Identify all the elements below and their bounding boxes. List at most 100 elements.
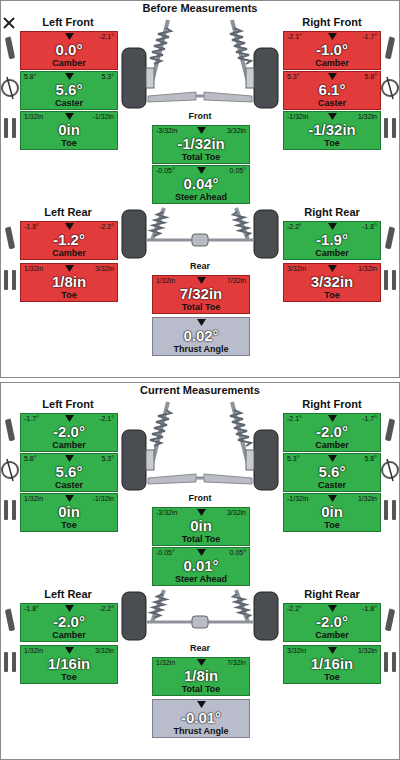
reading-value: 5.6° [24,81,114,98]
range-row: 5.8°5.3° [24,455,114,463]
range-limit: -1.8° [24,605,39,613]
measure-name: Thrust Angle [156,726,246,736]
suspension-art [2,402,398,672]
reading-value: -1.2° [24,231,114,248]
range-limit: -2.1° [287,33,302,41]
pointer-arrow [328,605,337,612]
range-row: 3/32in1/32in [287,647,377,655]
range-limit: 0.05° [230,549,246,557]
reading-value: 0in [24,121,114,138]
range-limit: 5.8° [24,455,37,463]
range-limit: -3/32in [156,509,177,517]
reading-value: -1.0° [287,41,377,58]
measurement-gauge: -0.05°0.05°0.04°Steer Ahead [152,165,250,204]
reading-value: 1/16in [287,655,377,672]
measure-name: Toe [287,672,377,682]
range-limit: 1/32in [358,647,377,655]
range-row: -2.2°-1.8° [287,223,377,231]
reading-value: 3/32in [287,273,377,290]
caster-icon [382,459,398,481]
camber-icon [385,36,395,60]
range-row: 1/32in-1/32in [24,113,114,121]
measure-name: Caster [287,98,377,108]
measurement-gauge: -3/32in3/32in-1/32inTotal Toe [152,125,250,164]
range-limit: -1.7° [24,415,39,423]
position-heading: Rear [140,261,260,272]
range-row: -2.2°-1.8° [287,605,377,613]
range-row: -3/32in3/32in [156,509,246,517]
panel-heading: Before Measurements [1,1,399,15]
position-heading: Front [140,493,260,504]
range-row: -1.7°-2.1° [24,415,114,423]
camber-icon [5,418,15,442]
range-limit: 5.3° [101,73,114,81]
measure-name: Camber [24,248,114,258]
range-limit: -0.05° [156,549,175,557]
pointer-arrow [65,495,74,502]
coil-spring [150,28,171,64]
measurement-gauge: 1/32in3/32in1/16inToe [20,645,118,684]
position-heading: Front [140,111,260,122]
caster-icon [2,77,18,99]
caster-icon [382,77,398,99]
reading-value: 0in [287,503,377,520]
range-limit: -2.1° [99,33,114,41]
position-heading: Right Rear [272,588,392,601]
tire [122,48,146,108]
measure-name: Total Toe [156,302,246,312]
reading-value: 0.0° [24,41,114,58]
measurement-gauge: -1.8°-2.2°-1.2°Camber [20,221,118,260]
camber-icon [385,608,395,632]
measurement-gauge: 3/32in1/32in3/32inToe [283,263,381,302]
measurement-panel: Before Measurements-2.1°0.0°Camber5.8°5.… [0,0,400,378]
position-heading: Left Rear [8,588,128,601]
range-limit: 0.05° [230,167,246,175]
measurement-gauge: 0.02°Thrust Angle [152,317,250,356]
measurement-gauge: -2.1°0.0°Camber [20,31,118,70]
measurement-gauge: -2.1°-1.7°-2.0°Camber [283,413,381,452]
measure-name: Steer Ahead [156,574,246,584]
warning-cross [4,18,14,28]
range-limit: -1/32in [93,113,114,121]
pointer-arrow [328,33,337,40]
measurement-gauge: -2.2°-1.8°-1.9°Camber [283,221,381,260]
measurement-gauge: 5.8°5.3°5.6°Caster [20,453,118,492]
reading-value: -2.0° [24,423,114,440]
range-row: 1/32in-1/32in [24,495,114,503]
measurement-gauge: -3/32in3/32in0inTotal Toe [152,507,250,546]
measurement-gauge: -2.1°-1.7°-1.0°Camber [283,31,381,70]
measurement-gauge: 5.3°5.8°6.1°Caster [283,71,381,110]
position-heading: Right Front [272,398,392,411]
range-limit: -1/32in [287,113,308,121]
range-limit: 7/32in [227,659,246,667]
coil-spring [150,410,171,446]
pointer-arrow [328,265,337,272]
position-heading: Right Front [272,16,392,29]
measure-name: Toe [287,520,377,530]
measurement-gauge: 1/32in7/32in7/32inTotal Toe [152,275,250,314]
pointer-arrow [65,223,74,230]
range-limit: 5.3° [287,455,300,463]
range-limit: 1/32in [24,647,43,655]
range-limit: -0.05° [156,167,175,175]
measure-name: Toe [287,290,377,300]
pointer-arrow [65,33,74,40]
tire [254,592,278,640]
range-row: -1.8°-2.2° [24,605,114,613]
coil-spring [230,410,251,446]
tire [122,210,146,258]
tire [122,592,146,640]
range-row: -2.1°-1.7° [287,415,377,423]
measurement-gauge: -0.01°Thrust Angle [152,699,250,738]
measure-name: Toe [24,672,114,682]
measure-name: Camber [24,58,114,68]
hub [146,68,154,88]
pointer-arrow [328,73,337,80]
range-limit: -1.8° [362,605,377,613]
range-limit: -1.7° [362,33,377,41]
range-limit: -2.1° [287,415,302,423]
coil-spring [151,212,166,236]
differential [192,234,208,246]
measurement-gauge: 1/32in-1/32in0inToe [20,493,118,532]
pointer-arrow [65,415,74,422]
